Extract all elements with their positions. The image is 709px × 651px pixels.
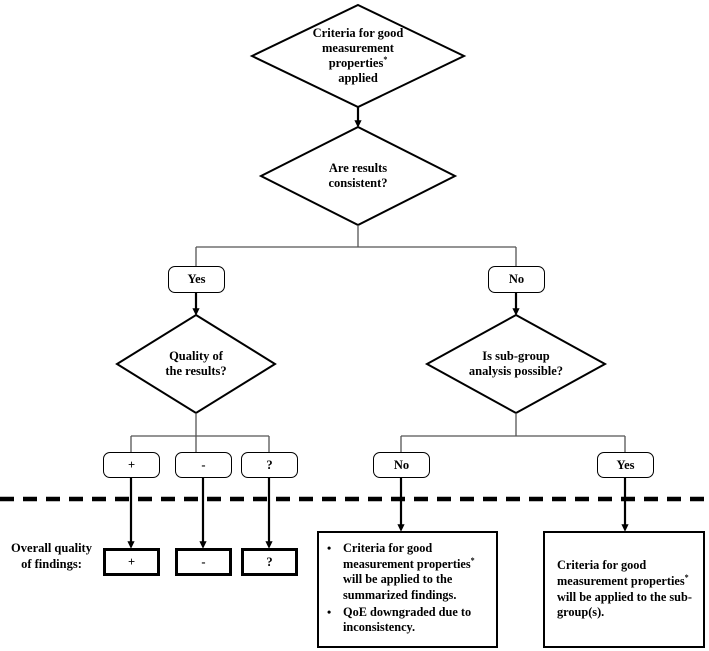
criteria-top-line3: properties (328, 56, 384, 70)
diamond-subgroup-analysis-label: Is sub-group analysis possible? (441, 341, 591, 387)
summarized-bullet1-part-b: will be applied to the summarized findin… (343, 572, 457, 602)
list-item: Criteria for good measurement properties… (327, 541, 486, 603)
criteria-top-line2: measurement (322, 41, 394, 55)
overall-quality-label: Overall quality of findings: (4, 541, 99, 572)
quality-plus-label: + (127, 457, 136, 472)
branch-no-box[interactable]: No (488, 266, 545, 293)
quality-results-line1: Quality of (169, 349, 223, 363)
summarized-findings-box[interactable]: Criteria for good measurement properties… (317, 531, 498, 648)
diamond-results-consistent-label: Are results consistent? (288, 152, 428, 200)
results-consistent-line1: Are results (328, 161, 388, 175)
subgroup-result-box[interactable]: Criteria for good measurement properties… (543, 531, 705, 648)
quality-question-label: ? (266, 457, 273, 472)
outcome-question-label: ? (266, 554, 273, 569)
quality-plus-box[interactable]: + (103, 452, 160, 478)
branch-yes-label: Yes (187, 272, 206, 287)
summarized-bullet1-part-a: Criteria for good measurement properties (343, 541, 471, 571)
subgroup-no-box[interactable]: No (373, 452, 430, 478)
subgroup-box-text: Criteria for good measurement properties… (557, 558, 693, 621)
quality-minus-box[interactable]: - (175, 452, 232, 478)
quality-results-line2: the results? (165, 364, 227, 378)
results-consistent-line2: consistent? (328, 176, 388, 190)
overall-quality-line2: of findings: (21, 556, 82, 571)
subgroup-box-part-a: Criteria for good measurement properties (557, 558, 685, 588)
subgroup-no-label: No (393, 457, 410, 472)
summarized-findings-bullet-list: Criteria for good measurement properties… (327, 541, 486, 636)
branch-yes-box[interactable]: Yes (168, 266, 225, 293)
subgroup-possible-line1: Is sub-group (482, 349, 550, 363)
subgroup-yes-label: Yes (616, 457, 635, 472)
outcome-minus-box[interactable]: - (175, 548, 232, 576)
outcome-minus-label: - (201, 554, 206, 569)
summarized-bullet2: QoE downgraded due to inconsistency. (343, 604, 472, 635)
subgroup-box-part-b: will be applied to the sub-group(s). (557, 589, 692, 620)
footnote-asterisk-icon: * (470, 555, 475, 565)
quality-minus-label: - (201, 457, 206, 472)
branch-no-label: No (508, 272, 525, 287)
subgroup-yes-box[interactable]: Yes (597, 452, 654, 478)
outcome-plus-label: + (127, 554, 136, 569)
subgroup-possible-line2: analysis possible? (468, 364, 564, 378)
quality-question-box[interactable]: ? (241, 452, 298, 478)
criteria-top-line1: Criteria for good (312, 26, 404, 40)
list-item: QoE downgraded due to inconsistency. (327, 604, 486, 636)
diamond-criteria-top-label: Criteria for good measurement properties… (274, 14, 442, 98)
outcome-question-box[interactable]: ? (241, 548, 298, 576)
criteria-top-line4: applied (338, 71, 378, 85)
footnote-asterisk-icon: * (383, 54, 388, 64)
overall-quality-line1: Overall quality (11, 541, 92, 555)
diamond-quality-results-label: Quality of the results? (133, 341, 259, 387)
footnote-asterisk-icon: * (684, 572, 689, 582)
outcome-plus-box[interactable]: + (103, 548, 160, 576)
